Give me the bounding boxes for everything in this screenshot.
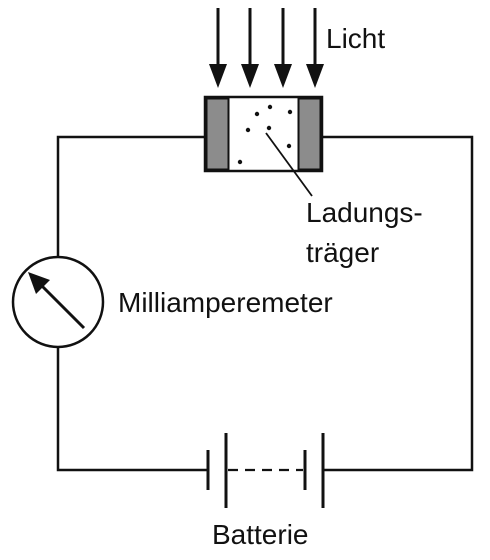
down-arrow-icon <box>306 8 324 88</box>
down-arrow-icon <box>274 8 292 88</box>
left-electrode <box>205 97 230 171</box>
wire-bottom-left <box>56 348 208 472</box>
meter-needle <box>37 281 86 330</box>
battery-cells-icon <box>206 433 325 508</box>
milliammeter-icon <box>11 255 105 349</box>
light-label: Licht <box>326 23 385 54</box>
down-arrow-icon <box>209 8 227 88</box>
photoresistor-icon <box>203 95 324 173</box>
battery-label: Batterie <box>212 519 309 550</box>
meter-needle-head <box>28 272 50 294</box>
wire-top-left <box>56 135 205 258</box>
wire-top-right <box>322 135 474 472</box>
down-arrow-icon <box>241 8 259 88</box>
light-arrows <box>209 8 324 88</box>
charge-carriers-label-line1: Ladungs- <box>306 197 423 228</box>
circuit-wires <box>56 135 474 472</box>
charge-carriers-label-line2: träger <box>306 237 379 268</box>
right-electrode <box>297 97 322 171</box>
milliammeter-label: Milliamperemeter <box>118 287 333 318</box>
charge-carrier-dots <box>237 104 293 165</box>
charge-carrier-pointer <box>265 132 313 197</box>
